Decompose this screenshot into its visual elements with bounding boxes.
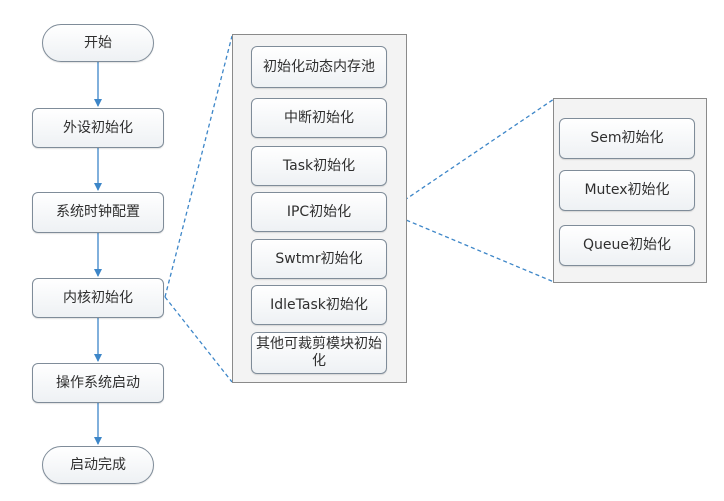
optional-modules-init-step: 其他可裁剪模块初始化 xyxy=(251,332,387,374)
interrupt-init-step: 中断初始化 xyxy=(251,98,387,138)
idletask-init-step: IdleTask初始化 xyxy=(251,285,387,325)
zoom-link-kernel-bottom xyxy=(164,296,233,383)
zoom-link-kernel-top xyxy=(164,35,233,298)
peripheral-init-node: 外设初始化 xyxy=(32,108,164,148)
queue-init-step: Queue初始化 xyxy=(559,225,695,266)
swtmr-init-step: Swtmr初始化 xyxy=(251,239,387,279)
zoom-link-ipc-top xyxy=(386,98,555,213)
ipc-init-step: IPC初始化 xyxy=(251,192,387,232)
task-init-step: Task初始化 xyxy=(251,146,387,186)
clock-config-node: 系统时钟配置 xyxy=(32,192,164,233)
boot-done-node: 启动完成 xyxy=(42,446,154,484)
sem-init-step: Sem初始化 xyxy=(559,118,695,159)
kernel-init-node: 内核初始化 xyxy=(32,278,164,318)
memory-pool-init-step: 初始化动态内存池 xyxy=(251,46,387,88)
mutex-init-step: Mutex初始化 xyxy=(559,170,695,211)
start-node: 开始 xyxy=(42,24,154,62)
os-start-node: 操作系统启动 xyxy=(32,363,164,403)
zoom-link-ipc-bottom xyxy=(386,211,555,283)
